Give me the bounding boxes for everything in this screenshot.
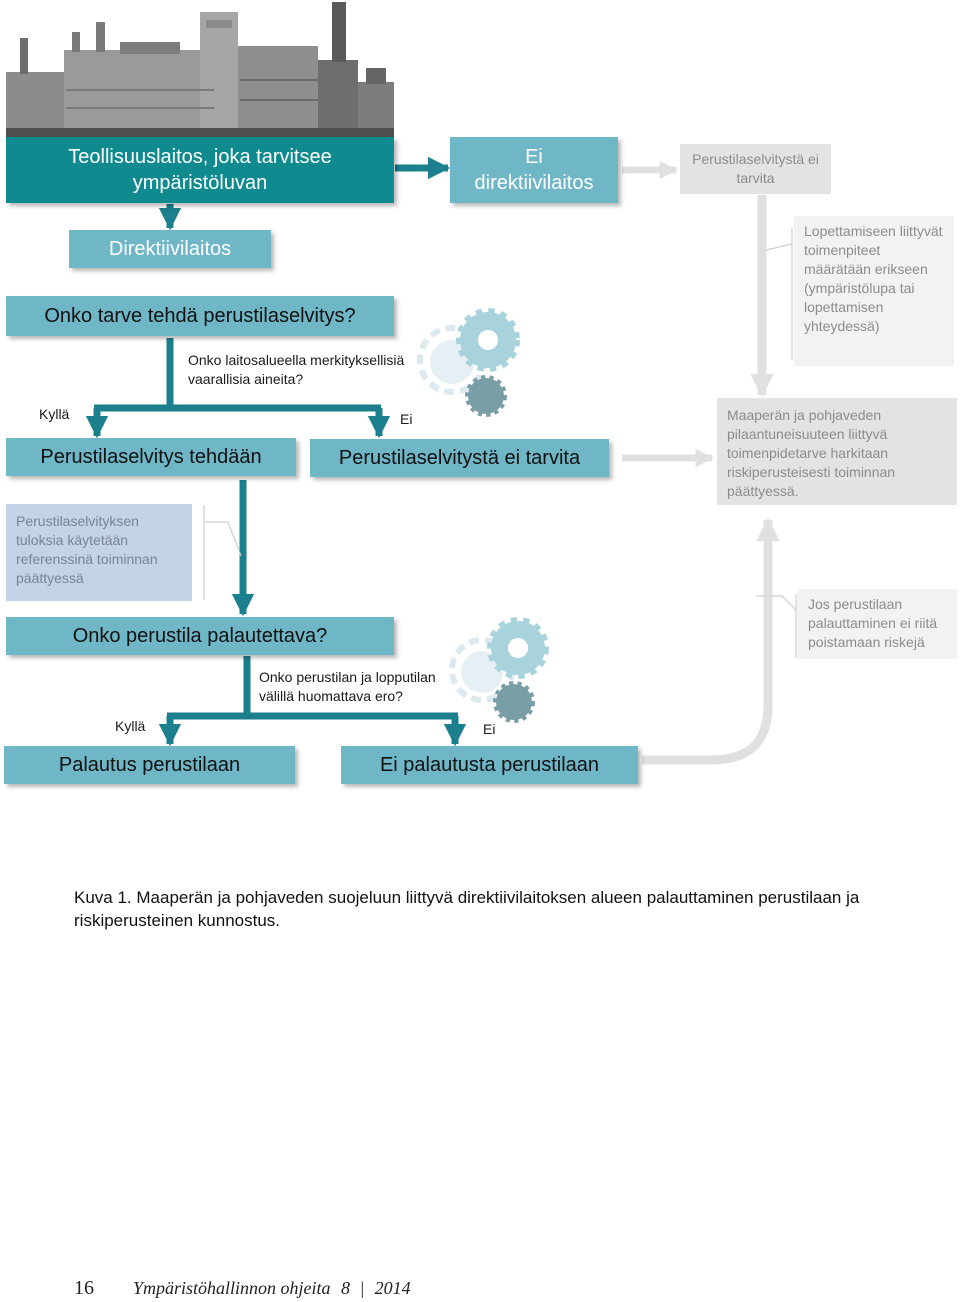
box-teollisuuslaitos: Teollisuuslaitos, joka tarvitsee ympäris… [6, 137, 394, 203]
note-lopettamiseen-text: Lopettamiseen liittyvät toimenpiteet mää… [804, 223, 943, 334]
box-direktiivilaitos: Direktiivilaitos [69, 230, 271, 268]
page-number: 16 [74, 1277, 94, 1299]
figure-caption-text: Kuva 1. Maaperän ja pohjaveden suojeluun… [74, 888, 860, 930]
bracket-jos-link [756, 595, 797, 611]
bracket-tuloksia-link [205, 521, 242, 557]
box-ei-direktiivilaitos: Ei direktiivilaitos [450, 137, 618, 203]
question-huomattava-ero: Onko perustilan ja lopputilan välillä hu… [259, 668, 459, 706]
label-kylla-2: Kyllä [115, 718, 146, 734]
box-tarve: Onko tarve tehdä perustilaselvitys? [6, 296, 394, 336]
box-ps-tehdaan-label: Perustilaselvitys tehdään [40, 445, 262, 468]
note-jos: Jos perustilaan palauttaminen ei riitä p… [797, 589, 957, 659]
box-maaperan-label: Maaperän ja pohjaveden pilaantuneisuutee… [727, 407, 896, 499]
series-number: 8 [341, 1278, 351, 1298]
label-ei-2: Ei [483, 721, 496, 737]
question-huomattava-ero-text: Onko perustilan ja lopputilan välillä hu… [259, 669, 436, 704]
box-palautettava: Onko perustila palautettava? [6, 617, 394, 655]
box-ei-direktiivilaitos-label: Ei direktiivilaitos [474, 146, 594, 194]
arrow-ei-palautusta-to-maaperan [642, 517, 780, 765]
label-ei-1: Ei [400, 411, 413, 427]
box-palautettava-label: Onko perustila palautettava? [72, 624, 328, 647]
figure-caption: Kuva 1. Maaperän ja pohjaveden suojeluun… [74, 886, 904, 932]
box-ps-tehdaan: Perustilaselvitys tehdään [6, 438, 296, 476]
box-ei-palautusta: Ei palautusta perustilaan [341, 746, 638, 784]
box-tarve-label: Onko tarve tehdä perustilaselvitys? [44, 304, 356, 327]
note-jos-text: Jos perustilaan palauttaminen ei riitä p… [808, 596, 938, 650]
box-ei-palautusta-label: Ei palautusta perustilaan [379, 753, 600, 776]
question-vaaralliset-aineet-text: Onko laitosalueella merkityksellisiä vaa… [188, 352, 405, 387]
box-direktiivilaitos-label: Direktiivilaitos [108, 237, 232, 260]
box-ps-ei-tarvita-top: Perustilaselvitystä ei tarvita [680, 144, 831, 194]
question-vaaralliset-aineet: Onko laitosalueella merkityksellisiä vaa… [188, 351, 428, 389]
page-footer: 16 Ympäristöhallinnon ohjeita 8 | 2014 [74, 1277, 411, 1300]
box-tuloksia: Perustilaselvityksen tuloksia käytetään … [6, 504, 192, 601]
bracket-lopettamiseen-link [765, 243, 793, 251]
box-tuloksia-label: Perustilaselvityksen tuloksia käytetään … [16, 513, 158, 586]
box-teollisuuslaitos-label: Teollisuuslaitos, joka tarvitsee ympäris… [68, 146, 332, 194]
box-palautus-label: Palautus perustilaan [58, 753, 241, 776]
footer-divider: | [360, 1278, 365, 1298]
box-ps-ei-tarvita-top-label: Perustilaselvitystä ei tarvita [692, 151, 819, 186]
box-ps-ei-tarvita: Perustilaselvitystä ei tarvita [310, 439, 609, 477]
label-kylla-1: Kyllä [39, 406, 70, 422]
series-year: 2014 [374, 1278, 411, 1298]
box-maaperan: Maaperän ja pohjaveden pilaantuneisuutee… [717, 398, 957, 505]
box-ps-ei-tarvita-label: Perustilaselvitystä ei tarvita [338, 446, 581, 469]
note-lopettamiseen: Lopettamiseen liittyvät toimenpiteet mää… [794, 216, 954, 366]
series-title: Ympäristöhallinnon ohjeita [133, 1278, 331, 1298]
box-palautus: Palautus perustilaan [4, 746, 295, 784]
